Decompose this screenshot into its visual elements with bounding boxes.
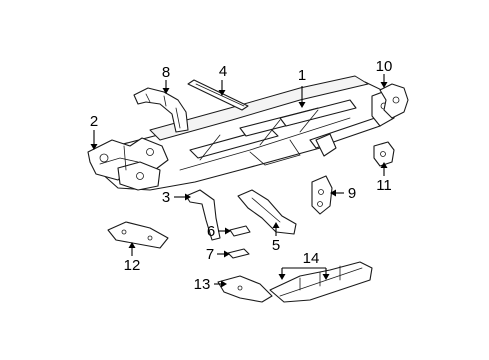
upper-rear-mount <box>379 83 409 119</box>
frame-assembly <box>87 75 397 191</box>
leaders <box>90 74 388 288</box>
callout-10: 10 <box>376 58 393 75</box>
callout-9: 9 <box>348 185 356 202</box>
small-plate <box>373 141 395 167</box>
transmission-crossmember <box>237 189 297 235</box>
callout-5: 5 <box>272 237 280 254</box>
callout-8: 8 <box>162 64 170 81</box>
hanger-bracket <box>133 87 189 133</box>
rail-strip <box>187 79 249 111</box>
shield-plate <box>217 275 273 303</box>
callout-14: 14 <box>303 250 320 267</box>
shock-bracket <box>311 175 333 215</box>
callout-6: 6 <box>207 223 215 240</box>
callout-1: 1 <box>298 67 306 84</box>
callout-2: 2 <box>90 113 98 130</box>
callout-4: 4 <box>219 63 227 80</box>
skid-plate-left <box>107 221 169 249</box>
small-clip <box>227 248 250 259</box>
callout-7: 7 <box>206 246 214 263</box>
skid-plate-large <box>269 261 373 303</box>
curved-crossmember <box>185 189 221 241</box>
callout-labels: 1 2 3 4 5 6 7 8 9 10 11 12 13 14 <box>90 58 393 293</box>
small-block <box>229 225 251 237</box>
callout-3: 3 <box>162 189 170 206</box>
callout-13: 13 <box>194 276 211 293</box>
callout-12: 12 <box>124 257 141 274</box>
callout-11: 11 <box>376 177 392 194</box>
